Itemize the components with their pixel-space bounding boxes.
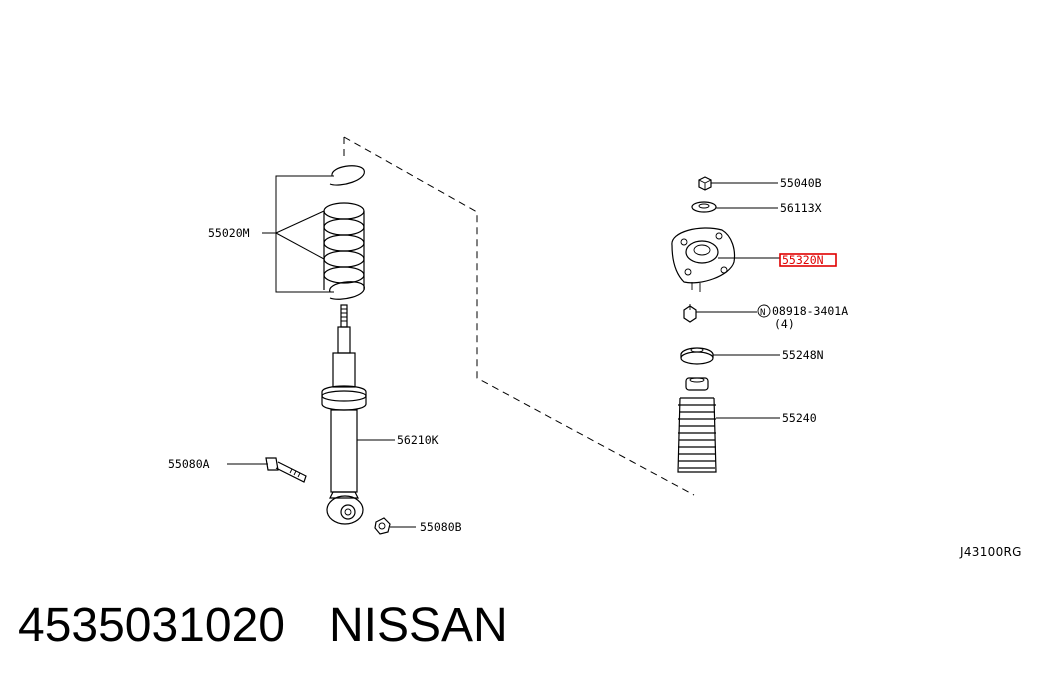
mount-nut-drawing (683, 304, 697, 323)
bump-stop-seat-label[interactable]: 55248N (782, 348, 824, 362)
top-nut-drawing (698, 176, 712, 191)
dust-boot-label[interactable]: 55240 (782, 411, 817, 425)
brand-name: NISSAN (328, 599, 508, 652)
part-number: 4535031020 (18, 599, 285, 652)
leader-lines (227, 182, 780, 528)
washer-label[interactable]: 56113X (780, 201, 822, 215)
mount-drawing (671, 227, 736, 292)
mount-label[interactable]: 55320N (782, 253, 824, 267)
n-symbol-text: N (760, 308, 765, 318)
dashed-assembly-boundary (343, 136, 695, 496)
bolt-label[interactable]: 55080A (168, 457, 210, 471)
dust-boot-drawing (677, 377, 717, 473)
shock-absorber-drawing (321, 304, 367, 525)
lower-nut-drawing (374, 517, 391, 535)
spring-leader (262, 175, 334, 293)
lower-nut-label[interactable]: 55080B (420, 520, 462, 534)
spring-label[interactable]: 55020M (208, 226, 250, 240)
mount-nut-quantity: (4) (774, 317, 795, 331)
diagram-reference-code: J43100RG (959, 545, 1022, 559)
coil-spring-drawing (323, 165, 365, 300)
top-nut-label[interactable]: 55040B (780, 176, 822, 190)
washer-drawing (691, 201, 717, 213)
bump-stop-seat-drawing (680, 347, 714, 365)
mount-nut-label[interactable]: 08918-3401A (772, 304, 848, 318)
mount-label-highlight (779, 253, 837, 267)
bolt-drawing (265, 457, 307, 483)
n-circle-symbol (757, 304, 771, 318)
parts-diagram: 55020M 56210K 55080A 55080B 55040B 56113… (168, 136, 1022, 559)
shock-absorber-label[interactable]: 56210K (397, 433, 439, 447)
footer-caption: 4535031020 NISSAN (18, 596, 508, 656)
